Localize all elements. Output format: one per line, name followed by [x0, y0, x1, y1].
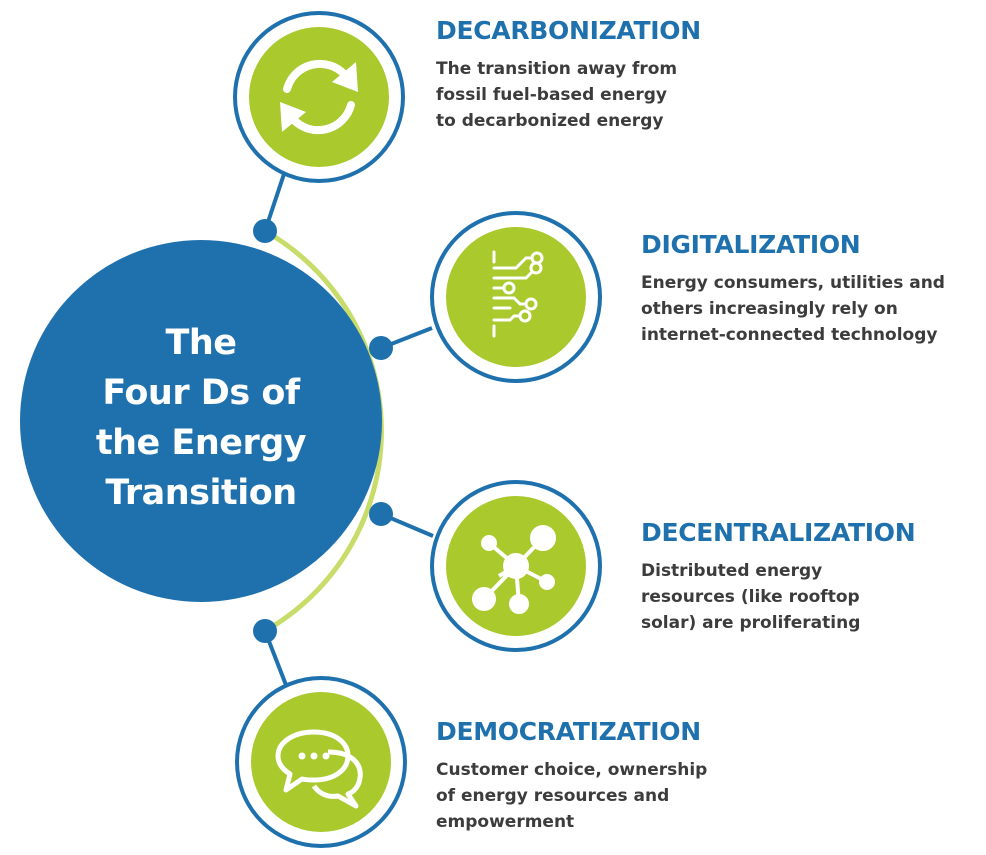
icon-circle-decentralization — [430, 480, 602, 652]
hub-circle — [20, 240, 382, 602]
item-description: Distributed energy resources (like rooft… — [641, 558, 915, 636]
item-desc-line: Energy consumers, utilities and — [641, 273, 945, 293]
item-title: DIGITALIZATION — [641, 230, 861, 259]
item-desc-line: solar) are proliferating — [641, 613, 861, 633]
item-desc-line: empowerment — [436, 812, 575, 832]
icon-circle-digitalization — [430, 211, 602, 383]
item-desc-line: Customer choice, ownership — [436, 760, 708, 780]
connector-dot — [369, 336, 393, 360]
item-digitalization: DIGITALIZATION Energy consumers, utiliti… — [641, 230, 945, 348]
item-desc-line: of energy resources and — [436, 786, 670, 806]
item-title: DEMOCRATIZATION — [436, 717, 701, 746]
connector-dot — [253, 219, 277, 243]
item-desc-line: resources (like rooftop — [641, 587, 860, 607]
connector-dot — [253, 619, 277, 643]
item-description: The transition away from fossil fuel-bas… — [436, 56, 701, 134]
item-desc-line: others increasingly rely on — [641, 299, 898, 319]
recycle-arrows-icon — [280, 59, 358, 135]
hub-title-line: Transition — [105, 473, 297, 513]
hub-title-line: The — [165, 323, 237, 363]
item-desc-line: fossil fuel-based energy — [436, 85, 667, 105]
item-description: Customer choice, ownership of energy res… — [436, 757, 707, 835]
item-desc-line: internet-connected technology — [641, 325, 938, 345]
chat-bubbles-icon — [275, 729, 363, 809]
item-desc-line: The transition away from — [436, 59, 678, 79]
item-title: DECENTRALIZATION — [641, 518, 916, 547]
hub-title: The Four Ds of the Energy Transition — [20, 318, 382, 518]
item-description: Energy consumers, utilities and others i… — [641, 270, 945, 348]
item-title: DECARBONIZATION — [436, 16, 701, 45]
hub-title-line: the Energy — [95, 423, 307, 463]
item-desc-line: to decarbonized energy — [436, 111, 664, 131]
item-decentralization: DECENTRALIZATION Distributed energy reso… — [641, 518, 916, 636]
item-democratization: DEMOCRATIZATION Customer choice, ownersh… — [436, 717, 707, 835]
item-decarbonization: DECARBONIZATION The transition away from… — [436, 16, 701, 134]
hub-title-line: Four Ds of — [102, 373, 300, 413]
item-desc-line: Distributed energy — [641, 561, 823, 581]
circuit-icon — [492, 250, 544, 338]
icon-circle-decarbonization — [233, 11, 405, 183]
network-nodes-icon — [472, 525, 556, 614]
icon-circle-democratization — [235, 676, 407, 848]
connector-dot — [369, 502, 393, 526]
